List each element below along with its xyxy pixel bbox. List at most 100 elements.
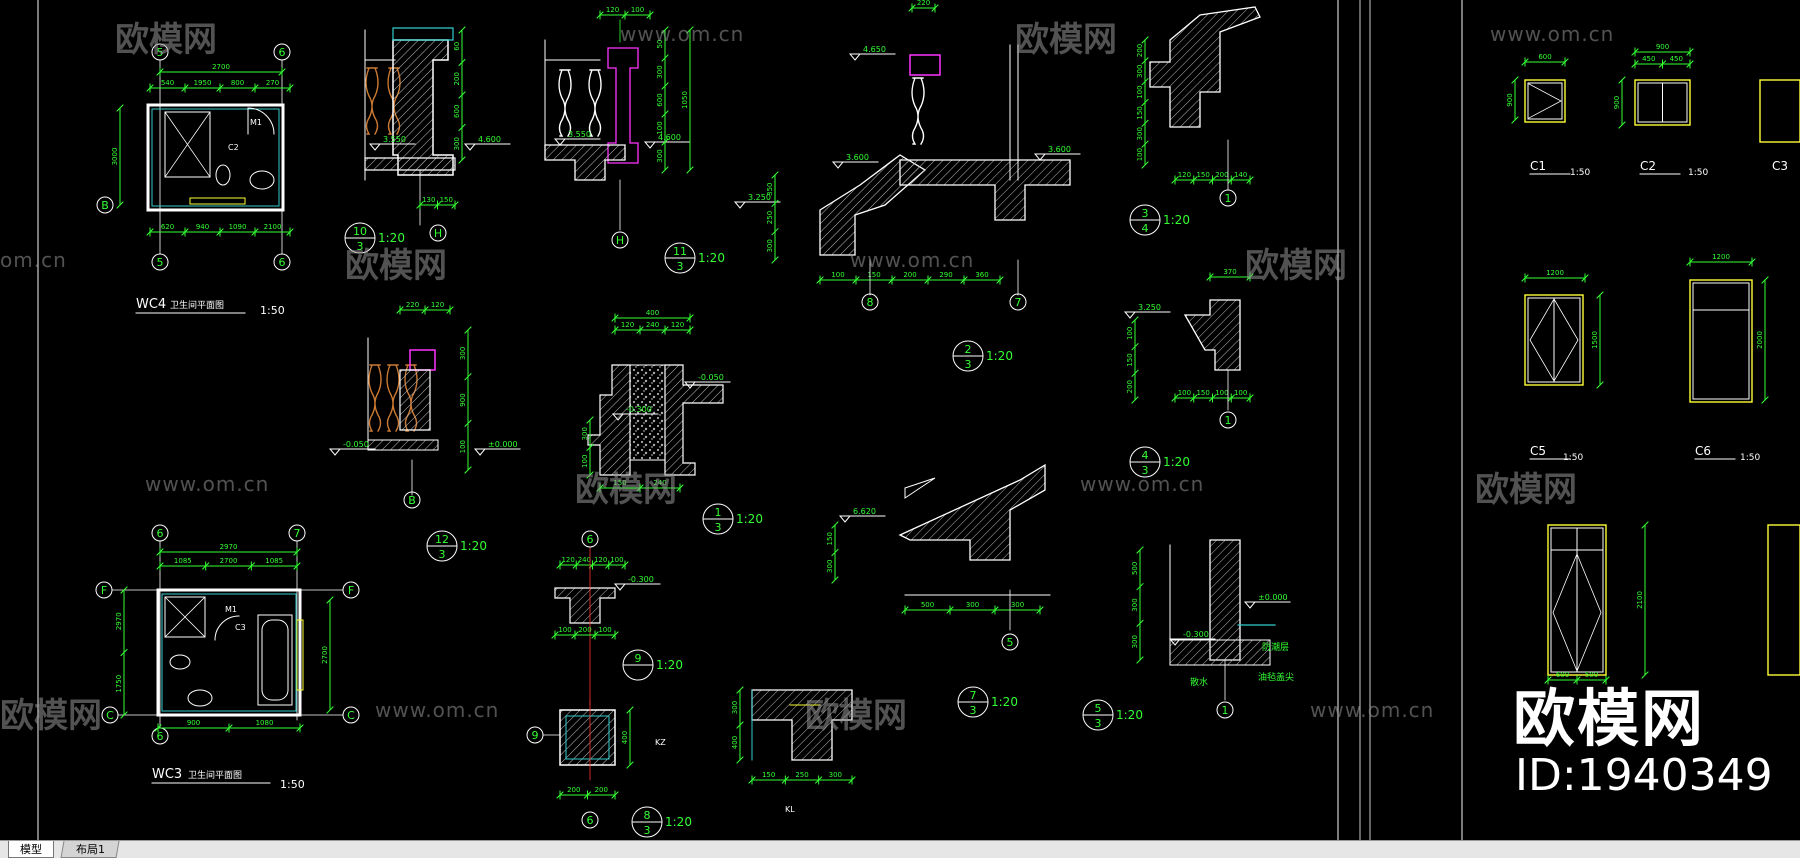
section-marker [702,503,734,535]
dimension-tick [1141,36,1149,44]
dimension-text: 120 [431,301,444,309]
dimension-tick [586,416,594,424]
dimension-text: 100 [1136,148,1144,161]
dimension-text: 300 [459,347,467,360]
section1-wall-right [664,364,724,476]
section-scale: 1:20 [736,512,763,526]
section8-tag: KZ [655,738,666,747]
dimension-text: 300 [966,601,979,609]
dimension-tick [661,166,669,174]
dimension-text: 120 [671,321,684,329]
section10-wall [392,39,454,176]
dimension-text: 140 [1234,171,1247,179]
roof-slope-mark [904,477,936,499]
dimension-tick [736,686,744,694]
dimension-text: 450 [1670,55,1683,63]
section-marker [957,686,989,718]
window-open-sign [1553,298,1579,382]
dimension-text: 100 [1234,389,1247,397]
dimension-text: 2970 [115,612,123,630]
dimension-tick [464,466,472,474]
level-symbol [848,53,862,61]
window-frame [1524,79,1566,123]
dimension-tick [831,548,839,557]
dimension-tick [1131,316,1139,324]
section-number: 3 [1142,207,1149,220]
level-text: ±0.000 [1258,593,1288,602]
section8-column-inner [565,715,610,760]
level-text: 3.600 [846,153,869,162]
dimension-tick [1131,396,1139,404]
dimension-text: 250 [795,771,808,779]
grid-label: 6 [157,527,164,540]
window-label: C2 [1640,159,1656,173]
grid-label: 6 [587,533,594,546]
wc3-label-m1: M1 [225,605,237,614]
section-scale: 1:20 [991,695,1018,709]
section-number: 1 [715,506,722,519]
grid-label: F [101,584,107,597]
tab-model[interactable]: 模型 [8,841,54,858]
dimension-tick [1131,342,1139,351]
wc4-door-swing [247,107,275,135]
dimension-text: 50 [656,40,664,49]
window-sash [1527,82,1563,120]
window-frame [1759,79,1800,143]
level-symbol [611,413,625,421]
dimension-text: 600 [1556,671,1569,679]
dimension-text: 1500 [1591,331,1599,349]
dimension-text: 100 [831,271,844,279]
dimension-text: 240 [653,479,666,487]
level-symbol [463,143,477,151]
dimension-text: 1950 [194,79,212,87]
dimension-text: 400 [731,736,739,749]
baluster [386,364,400,432]
grid-label: 5 [157,256,164,269]
dimension-text: 60 [453,42,461,51]
tab-layout1[interactable]: 布局1 [60,841,120,858]
window-label: C5 [1530,444,1546,458]
level-text: 3.550 [568,130,591,139]
section-sheet: 3 [1142,464,1149,477]
dimension-text: 120 [561,556,574,564]
dimension-text: 150 [1196,389,1209,397]
dimension-text: 300 [453,137,461,150]
wc4-wall [146,103,285,212]
dimension-text: 600 [453,105,461,118]
dimension-text: 300 [581,427,589,440]
section-marker [622,649,654,681]
window-open-sign [1576,553,1602,672]
section10-coping [392,27,454,41]
dimension-text: 120 [621,321,634,329]
dimension-text: 400 [621,731,629,744]
grid-bubble [581,811,599,829]
section5-label-apron: 散水 [1190,676,1208,688]
window-frame [1524,294,1584,386]
section-scale: 1:20 [460,539,487,553]
dimension-tick [586,471,594,479]
dimension-text: 100 [656,121,664,134]
dimension-tick [1141,57,1149,65]
wc3-wall [156,588,302,717]
section1-fill [629,364,666,461]
grid-label: 9 [532,729,539,742]
dimension-tick [120,648,128,657]
dimension-text: 2700 [321,646,329,664]
dimension-tick [458,91,466,99]
dimension-tick [326,706,334,714]
section12-base [367,439,439,451]
dimension-text: 940 [196,223,209,231]
dimension-text: 250 [766,211,774,224]
window-label: C3 [1772,159,1788,173]
dimension-text: 600 [1538,53,1551,61]
dimension-text: 200 [1215,171,1228,179]
section5-slab [1169,639,1271,666]
grid-label: 8 [867,296,874,309]
dimension-text: 300 [656,65,664,78]
dimension-text: 2700 [212,63,230,71]
dimension-tick [1136,619,1144,628]
dimension-tick [831,576,839,584]
dimension-text: 200 [453,72,461,85]
section-sheet: 3 [1095,717,1102,730]
